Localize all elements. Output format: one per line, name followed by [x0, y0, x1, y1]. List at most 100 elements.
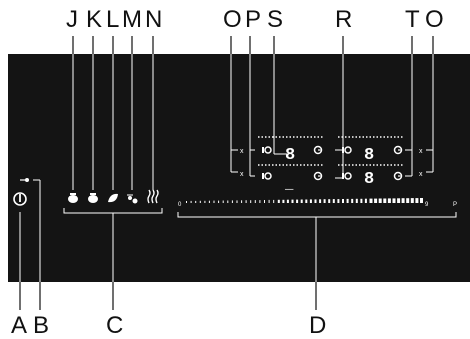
leaf-icon[interactable]	[108, 193, 118, 203]
slider-tick[interactable]	[387, 198, 391, 203]
slider-end-label: P	[453, 202, 457, 208]
slider-tick[interactable]	[351, 198, 354, 203]
slider-tick[interactable]	[190, 200, 192, 203]
callout-a: A	[11, 312, 28, 339]
callout-j: J	[66, 6, 78, 33]
slider-tick[interactable]	[208, 200, 210, 203]
slider-tick[interactable]	[273, 199, 275, 203]
slider-tick[interactable]	[360, 198, 363, 203]
callout-d: D	[309, 312, 327, 339]
clock-icon[interactable]	[393, 145, 403, 155]
slider-tick[interactable]	[397, 198, 401, 203]
slider-tick[interactable]	[296, 199, 299, 203]
callout-n: N	[145, 6, 163, 33]
slider-tick[interactable]	[314, 199, 317, 203]
slider-tick[interactable]	[300, 199, 303, 204]
callout-o-right: O	[425, 6, 444, 33]
induction-zone-icon[interactable]	[262, 172, 272, 180]
callout-l: L	[106, 6, 120, 33]
slider-tick[interactable]	[286, 199, 289, 203]
slider-tick[interactable]	[401, 198, 405, 203]
slider-tick[interactable]	[337, 199, 340, 203]
slider-tick[interactable]	[227, 200, 229, 204]
slider-tick[interactable]	[328, 199, 331, 203]
slider-tick[interactable]	[254, 200, 256, 203]
slider-tick[interactable]	[241, 200, 243, 203]
timer-mark-left-bottom: x	[240, 171, 244, 178]
slider-tick[interactable]	[218, 200, 220, 203]
clock-icon[interactable]	[313, 145, 323, 155]
slider-tick[interactable]	[369, 198, 373, 203]
slider-tick[interactable]	[319, 199, 322, 203]
induction-zone-icon[interactable]	[262, 146, 272, 154]
callout-r: R	[335, 6, 353, 33]
slider-tick[interactable]	[204, 200, 206, 203]
pan-icon[interactable]	[68, 193, 78, 203]
slider-tick[interactable]	[410, 198, 414, 203]
slider-tick[interactable]	[332, 199, 335, 203]
slider-tick[interactable]	[195, 200, 197, 203]
slider-tick[interactable]	[268, 199, 270, 203]
snowflake-boost-icon[interactable]	[127, 194, 138, 204]
slider-start-label: 0	[178, 202, 182, 208]
timer-mark-right-top: x	[419, 148, 423, 155]
slider-tick[interactable]	[364, 198, 367, 203]
power-icon[interactable]	[13, 192, 27, 206]
induction-zone-icon[interactable]	[342, 146, 352, 154]
induction-zone-icon[interactable]	[342, 172, 352, 180]
power-slider[interactable]	[186, 198, 423, 203]
slider-tick[interactable]	[392, 198, 396, 203]
slider-tick[interactable]	[305, 199, 308, 204]
callout-b: B	[33, 312, 50, 339]
slider-tick[interactable]	[355, 198, 358, 203]
pan-icon[interactable]	[88, 193, 98, 203]
slider-tick[interactable]	[323, 199, 326, 203]
slider-tick[interactable]	[250, 200, 252, 203]
timer-mark-left-top: x	[240, 148, 244, 155]
callout-t: T	[405, 6, 420, 33]
zone-digit-rear-right: 8	[364, 170, 374, 189]
slider-tick[interactable]	[231, 200, 233, 203]
slider-tick[interactable]	[342, 199, 344, 203]
clock-icon[interactable]	[313, 171, 323, 181]
zone-digit-rear-left: _	[284, 177, 294, 193]
key-lock-icon[interactable]	[20, 178, 29, 182]
slider-tick[interactable]	[291, 199, 294, 203]
zone-controls	[258, 136, 403, 181]
callout-o-left: O	[223, 6, 242, 33]
slider-tick[interactable]	[277, 199, 280, 203]
slider-tick[interactable]	[406, 198, 410, 203]
slider-tick[interactable]	[264, 200, 265, 203]
slider-tick[interactable]	[199, 200, 201, 203]
slider-tick[interactable]	[378, 198, 382, 204]
slider-tick[interactable]	[213, 200, 215, 203]
clock-icon[interactable]	[393, 171, 403, 181]
slider-tick[interactable]	[346, 198, 349, 203]
slider-tick[interactable]	[282, 199, 285, 203]
slider-tick[interactable]	[259, 200, 261, 203]
slider-tick[interactable]	[186, 201, 187, 203]
slider-tick[interactable]	[236, 200, 238, 203]
slider-tick[interactable]	[309, 199, 312, 203]
leader-lines-inside	[19, 54, 457, 282]
slider-tick[interactable]	[245, 200, 247, 203]
callout-p: P	[245, 6, 262, 33]
callout-c: C	[106, 312, 124, 339]
leader-lines-outside	[19, 36, 434, 310]
zone-digit-front-right: 8	[364, 146, 374, 165]
cooktop-glass-panel	[8, 54, 470, 282]
slider-tick[interactable]	[420, 198, 423, 203]
slider-tick[interactable]	[415, 198, 419, 203]
callout-k: K	[86, 6, 103, 33]
callout-s: S	[267, 6, 284, 33]
steam-icon[interactable]	[147, 189, 159, 204]
timer-mark-right-bottom: x	[419, 171, 423, 178]
zone-digit-front-left: 8	[285, 146, 295, 165]
slider-tick[interactable]	[383, 198, 387, 204]
slider-tick[interactable]	[374, 198, 378, 203]
slider-mid-label: 9	[425, 202, 429, 208]
slider-tick[interactable]	[222, 200, 224, 204]
callout-m: M	[122, 6, 142, 33]
